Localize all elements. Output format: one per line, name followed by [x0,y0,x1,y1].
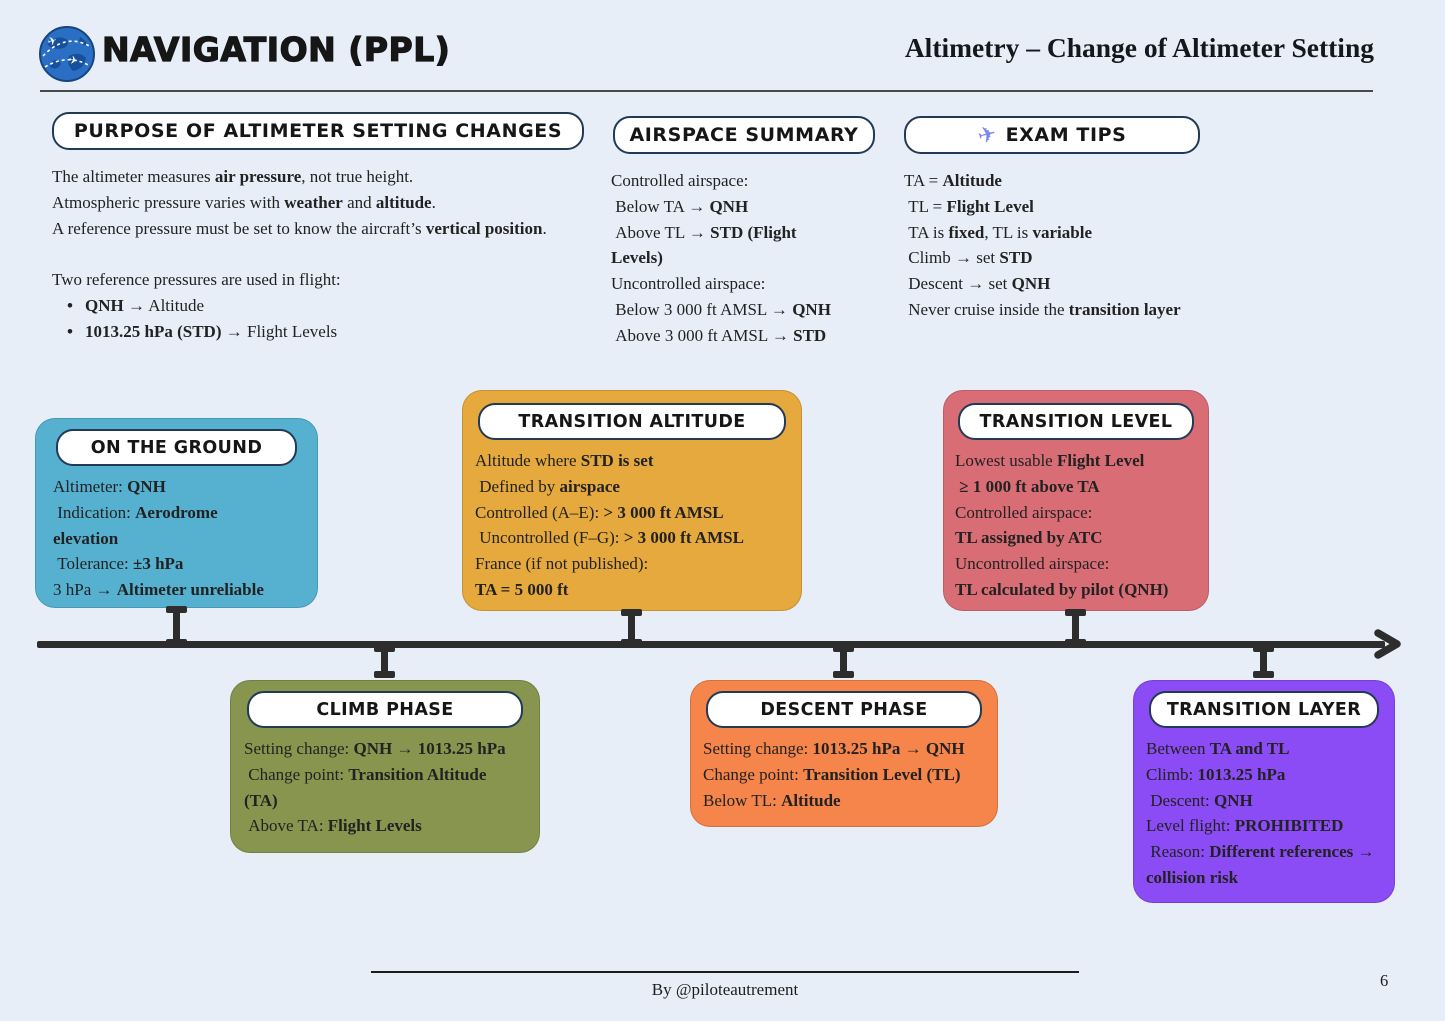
globe-logo-icon: ✈ ✈ [39,26,95,82]
timeline-axis [37,641,1385,648]
purpose-section-title: PURPOSE OF ALTIMETER SETTING CHANGES [73,120,563,142]
on-the-ground-header: ON THE GROUND [56,429,297,466]
climb-phase-text: Setting change: QNH → 1013.25 hPa Change… [244,739,506,836]
on-the-ground-title: ON THE GROUND [90,437,263,458]
descent-phase-header: DESCENT PHASE [706,691,982,728]
airspace-section-header: AIRSPACE SUMMARY [613,116,875,154]
transition-layer-header: TRANSITION LAYER [1149,691,1379,728]
connector-on-the-ground [166,606,187,646]
airspace-section-title: AIRSPACE SUMMARY [629,124,859,146]
purpose-section-header: PURPOSE OF ALTIMETER SETTING CHANGES [52,112,584,150]
connector-transition-altitude [621,609,642,646]
app-title: NAVIGATION (PPL) [101,29,451,69]
svg-text:✈: ✈ [67,53,79,68]
svg-text:✈: ✈ [46,34,59,49]
header-rule [40,90,1373,92]
transition-altitude-title: TRANSITION ALTITUDE [518,411,746,432]
descent-phase-box: DESCENT PHASE Setting change: 1013.25 hP… [690,680,998,827]
airspace-section-text: Controlled airspace: Below TA → QNH Abov… [611,171,831,345]
connector-descent-phase [833,645,854,678]
connector-transition-layer [1253,645,1274,678]
connector-climb-phase [374,645,395,678]
page-title: Altimetry – Change of Altimeter Setting [904,32,1374,63]
descent-phase-title: DESCENT PHASE [760,699,928,720]
on-the-ground-box: ON THE GROUND Altimeter: QNH Indication:… [35,418,318,608]
transition-level-text: Lowest usable Flight Level ≥ 1 000 ft ab… [955,451,1169,599]
climb-phase-box: CLIMB PHASE Setting change: QNH → 1013.2… [230,680,540,853]
exam-tips-section-text: TA = Altitude TL = Flight Level TA is fi… [904,171,1181,319]
exam-tips-section-title: EXAM TIPS [1005,124,1127,146]
climb-phase-title: CLIMB PHASE [316,699,454,720]
byline: By @piloteautrement [651,980,799,999]
page-number: 6 [1380,971,1389,990]
timeline-arrow-icon [1374,629,1401,659]
transition-layer-title: TRANSITION LAYER [1166,699,1362,720]
purpose-section-text: The altimeter measures air pressure, not… [52,164,612,345]
transition-level-title: TRANSITION LEVEL [979,411,1173,432]
transition-level-header: TRANSITION LEVEL [958,403,1194,440]
transition-altitude-text: Altitude where STD is set Defined by air… [475,451,744,599]
exam-tips-section-header: ✈ EXAM TIPS [904,116,1200,154]
climb-phase-header: CLIMB PHASE [247,691,523,728]
transition-altitude-header: TRANSITION ALTITUDE [478,403,786,440]
connector-transition-level [1065,609,1086,646]
footer-rule [371,971,1079,973]
airplane-icon: ✈ [974,120,1000,150]
transition-altitude-box: TRANSITION ALTITUDE Altitude where STD i… [462,390,802,611]
transition-level-box: TRANSITION LEVEL Lowest usable Flight Le… [943,390,1209,611]
